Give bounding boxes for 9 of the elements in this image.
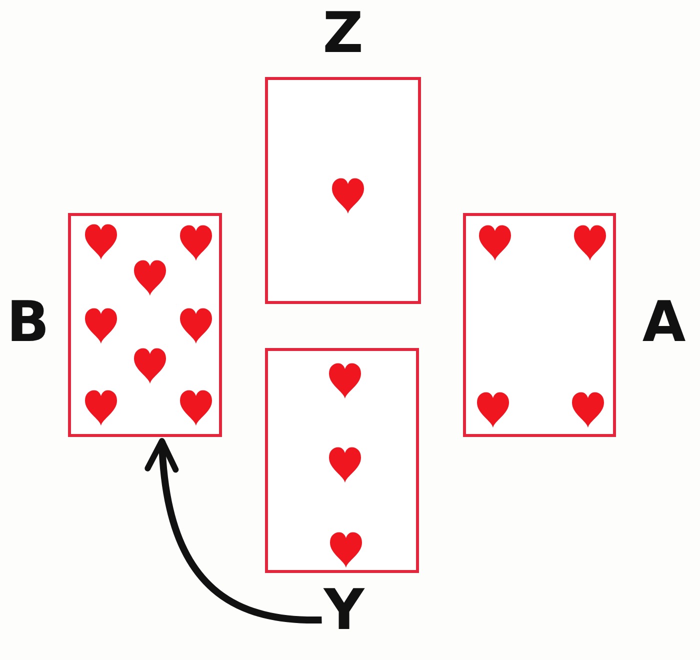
position-letter: Z [322, 6, 364, 62]
position-letter: A [642, 295, 686, 351]
position-letter: Y [324, 583, 364, 639]
playing-card [265, 348, 419, 573]
position-letter: B [6, 295, 50, 351]
playing-card [68, 213, 222, 437]
playing-card [463, 213, 616, 437]
curved-arrow [146, 438, 322, 624]
playing-card [265, 77, 421, 304]
